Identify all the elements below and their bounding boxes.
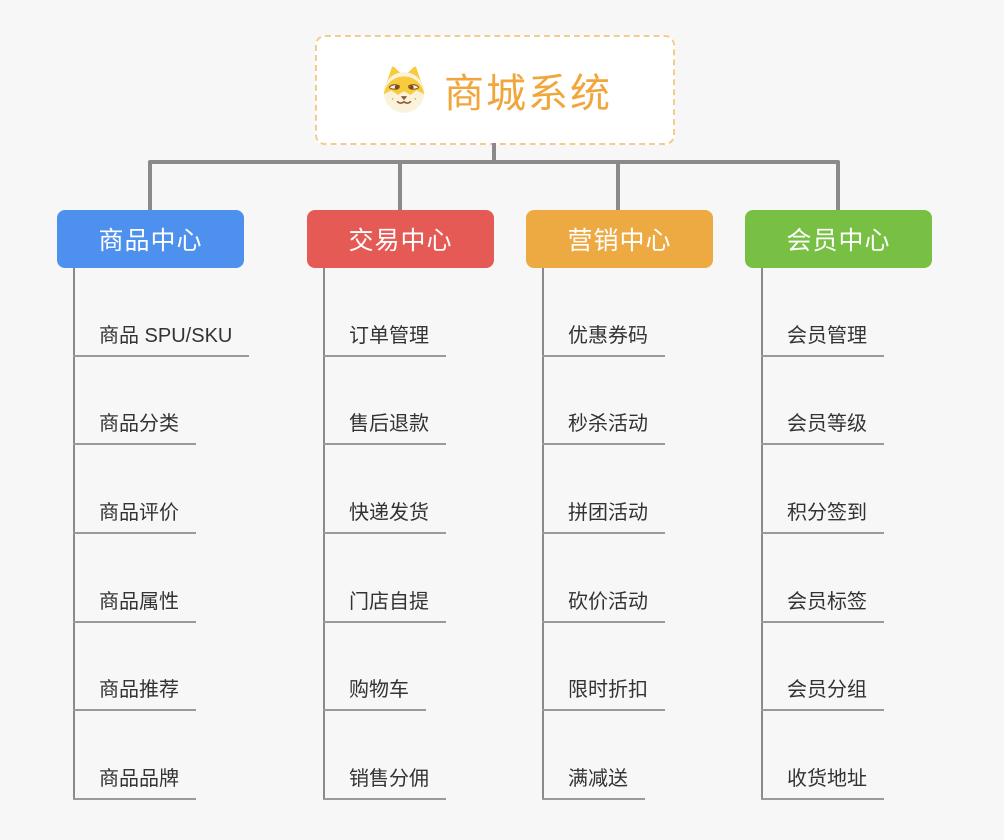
leaf-node[interactable]: 商品品牌	[73, 711, 308, 801]
leaf-node[interactable]: 售后退款	[323, 357, 558, 446]
leaf-label: 收货地址	[761, 762, 884, 801]
leaf-label: 订单管理	[323, 319, 446, 357]
connector-drop-1	[148, 162, 152, 210]
leaf-label: 商品 SPU/SKU	[73, 319, 250, 357]
leaf-label: 商品推荐	[73, 673, 196, 712]
branch-label: 交易中心	[348, 227, 453, 255]
leaf-node[interactable]: 购物车	[323, 623, 558, 712]
leaf-node[interactable]: 秒杀活动	[542, 357, 777, 446]
leaf-label: 商品评价	[73, 496, 196, 535]
branch-node-marketing-center[interactable]: 营销中心	[526, 210, 713, 268]
leaf-label: 砍价活动	[542, 585, 665, 623]
leaf-label: 会员管理	[761, 319, 884, 357]
leaf-node[interactable]: 砍价活动	[542, 534, 777, 623]
branch-node-member-center[interactable]: 会员中心	[745, 210, 932, 268]
leaf-label: 快递发货	[323, 496, 446, 535]
leaf-node[interactable]: 商品分类	[73, 357, 308, 446]
leaf-column-product-center: 商品 SPU/SKU 商品分类 商品评价 商品属性 商品推荐 商品品牌	[73, 268, 308, 801]
leaf-label: 销售分佣	[323, 762, 446, 801]
branch-node-trade-center[interactable]: 交易中心	[307, 210, 494, 268]
leaf-label: 商品属性	[73, 585, 196, 623]
leaf-node[interactable]: 会员等级	[761, 357, 996, 446]
leaf-node[interactable]: 快递发货	[323, 445, 558, 535]
branch-node-product-center[interactable]: 商品中心	[57, 210, 244, 268]
connector-root-stub	[492, 143, 496, 162]
leaf-label: 秒杀活动	[542, 407, 665, 446]
root-node-mall-system[interactable]: 商城系统	[315, 35, 675, 145]
leaf-node[interactable]: 商品评价	[73, 445, 308, 535]
branch-label: 商品中心	[98, 227, 203, 255]
connector-trunk	[148, 160, 840, 164]
leaf-label: 购物车	[323, 673, 426, 712]
branch-label: 会员中心	[786, 227, 891, 255]
dog-face-icon	[383, 66, 425, 113]
leaf-node[interactable]: 满减送	[542, 711, 777, 801]
leaf-label: 拼团活动	[542, 496, 665, 535]
leaf-node[interactable]: 收货地址	[761, 711, 996, 801]
root-title: 商城系统	[444, 72, 612, 116]
leaf-node[interactable]: 门店自提	[323, 534, 558, 623]
leaf-column-member-center: 会员管理 会员等级 积分签到 会员标签 会员分组 收货地址	[761, 268, 996, 801]
leaf-label: 商品分类	[73, 407, 196, 446]
leaf-node[interactable]: 拼团活动	[542, 445, 777, 535]
connector-drop-4	[836, 162, 840, 210]
branch-label: 营销中心	[567, 227, 672, 255]
leaf-node[interactable]: 销售分佣	[323, 711, 558, 801]
leaf-label: 限时折扣	[542, 673, 665, 712]
leaf-label: 会员标签	[761, 585, 884, 623]
leaf-node[interactable]: 优惠券码	[542, 268, 777, 357]
leaf-label: 售后退款	[323, 407, 446, 446]
leaf-node[interactable]: 商品推荐	[73, 623, 308, 712]
connector-drop-3	[616, 162, 620, 210]
leaf-label: 商品品牌	[73, 762, 196, 801]
leaf-node[interactable]: 订单管理	[323, 268, 558, 357]
leaf-column-marketing-center: 优惠券码 秒杀活动 拼团活动 砍价活动 限时折扣 满减送	[542, 268, 777, 801]
leaf-node[interactable]: 商品 SPU/SKU	[73, 268, 308, 357]
leaf-label: 会员分组	[761, 673, 884, 712]
leaf-node[interactable]: 会员分组	[761, 623, 996, 712]
leaf-node[interactable]: 限时折扣	[542, 623, 777, 712]
leaf-label: 优惠券码	[542, 319, 665, 357]
leaf-label: 满减送	[542, 762, 645, 801]
leaf-label: 积分签到	[761, 496, 884, 535]
leaf-node[interactable]: 会员标签	[761, 534, 996, 623]
leaf-label: 门店自提	[323, 585, 446, 623]
leaf-node[interactable]: 会员管理	[761, 268, 996, 357]
leaf-column-trade-center: 订单管理 售后退款 快递发货 门店自提 购物车 销售分佣	[323, 268, 558, 801]
leaf-node[interactable]: 积分签到	[761, 445, 996, 535]
leaf-label: 会员等级	[761, 407, 884, 446]
connector-drop-2	[398, 162, 402, 210]
leaf-node[interactable]: 商品属性	[73, 534, 308, 623]
